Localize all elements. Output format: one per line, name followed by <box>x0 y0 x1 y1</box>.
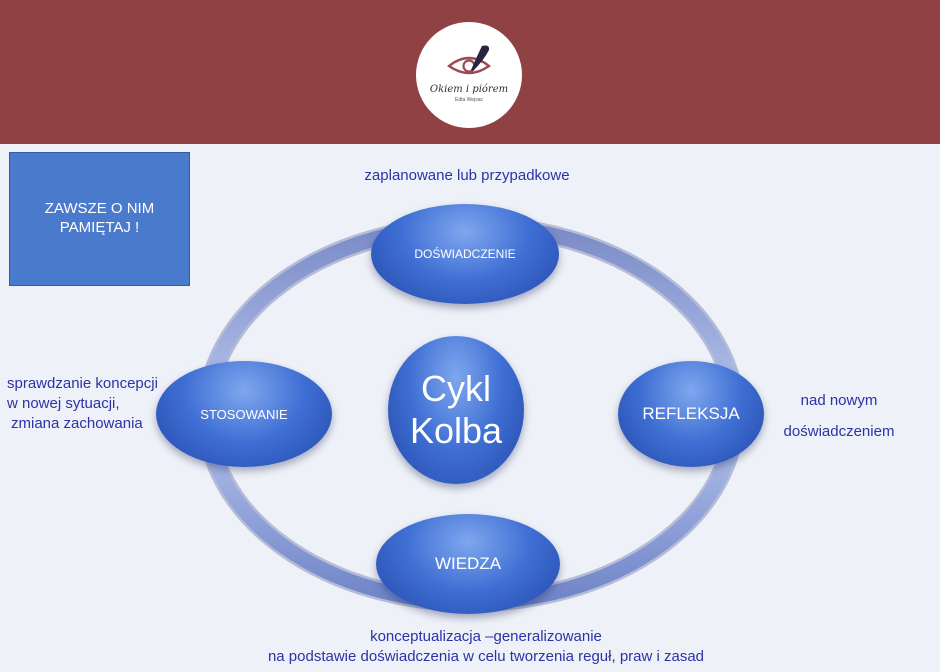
node-reflection-label: REFLEKSJA <box>642 404 740 423</box>
label-application-line: w nowej sytuacji, <box>7 395 120 412</box>
label-knowledge-line: na podstawie doświadczenia w celu tworze… <box>267 648 705 665</box>
node-experience: DOŚWIADCZENIE <box>371 204 559 304</box>
label-application-line: zmiana zachowania <box>11 415 143 432</box>
label-application-line: sprawdzanie koncepcji <box>7 375 158 392</box>
label-application: sprawdzanie koncepcji w nowej sytuacji, … <box>7 374 158 434</box>
label-reflection-line: nad nowym <box>800 392 878 409</box>
label-knowledge-line: konceptualizacja –generalizowanie <box>370 628 602 645</box>
center-node: Cykl Kolba <box>388 336 524 484</box>
label-knowledge: konceptualizacja –generalizowanie na pod… <box>226 627 746 667</box>
reminder-box: ZAWSZE O NIM PAMIĘTAJ ! <box>9 152 190 286</box>
node-experience-label: DOŚWIADCZENIE <box>414 247 516 261</box>
node-knowledge-label: WIEDZA <box>434 554 502 573</box>
eye-icon <box>446 45 492 75</box>
label-experience: zaplanowane lub przypadkowe <box>364 167 570 184</box>
logo-title: Okiem i piórem <box>429 84 509 95</box>
center-title: Cykl Kolba <box>409 368 503 451</box>
quill-icon <box>471 45 490 71</box>
label-reflection-line: doświadczeniem <box>783 423 895 440</box>
reminder-text: ZAWSZE O NIM PAMIĘTAJ ! <box>44 200 155 236</box>
node-application-label: STOSOWANIE <box>200 406 288 422</box>
node-knowledge: WIEDZA <box>376 514 560 614</box>
node-application: STOSOWANIE <box>156 361 332 467</box>
label-reflection: nad nowym doświadczeniem <box>775 385 903 447</box>
node-reflection: REFLEKSJA <box>618 361 764 467</box>
logo: Okiem i piórem Edta Wejsac <box>416 22 522 128</box>
logo-subtitle: Edta Wejsac <box>455 97 483 103</box>
